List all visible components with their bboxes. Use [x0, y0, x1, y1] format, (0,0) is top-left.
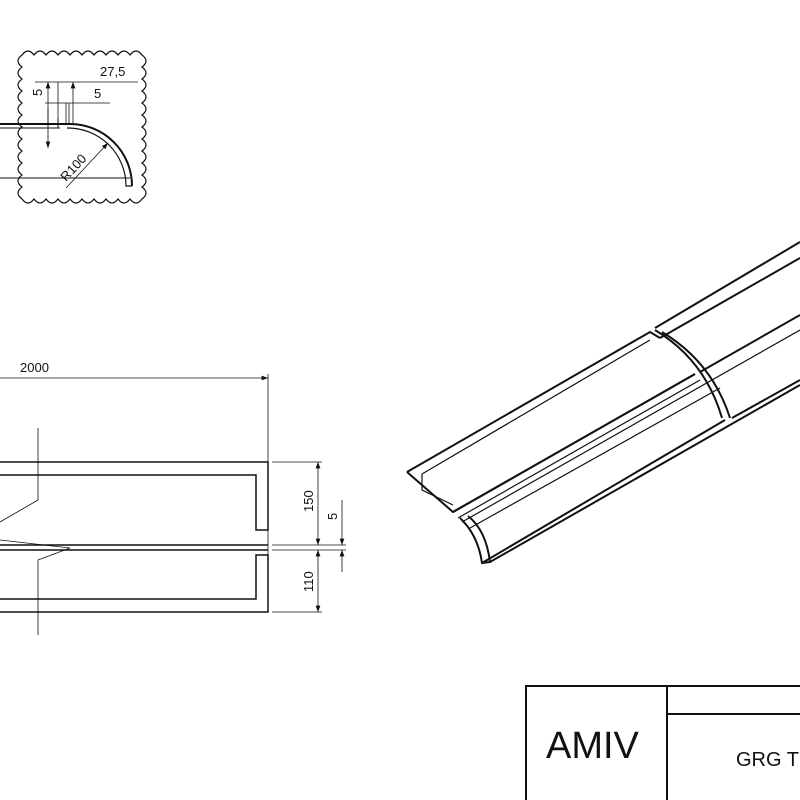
- detail-view: 27,5 5 5 R100: [0, 50, 147, 204]
- isometric-view: [406, 241, 800, 565]
- dim-bottom-strip-label: 110: [301, 571, 316, 592]
- dim-width-label: 27,5: [100, 64, 125, 79]
- drawing-title: GRG T: [736, 749, 799, 771]
- revision-cloud: [17, 50, 147, 204]
- dim-top-strip-label: 150: [301, 490, 316, 512]
- dim-length-label: 2000: [20, 360, 49, 375]
- plan-view: 2000 150 5 110: [0, 360, 346, 635]
- dim-gap-h-label: 5: [94, 86, 101, 101]
- profile-section: [0, 118, 133, 187]
- company-name: AMIV: [546, 725, 640, 767]
- dim-gap-v-label: 5: [30, 89, 45, 96]
- title-block: AMIV GRG T: [525, 685, 800, 800]
- dim-gap-label: 5: [325, 513, 340, 520]
